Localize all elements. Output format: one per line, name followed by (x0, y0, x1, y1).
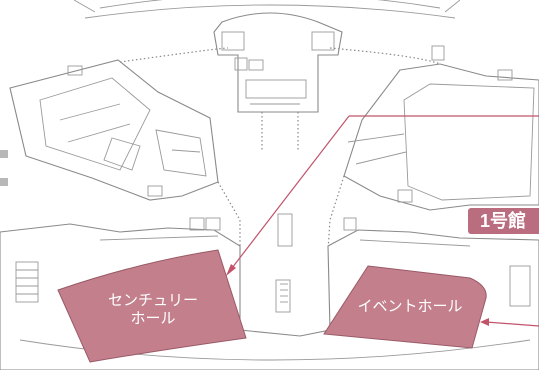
arrow-to-event-hall (480, 318, 539, 327)
path-left (119, 47, 229, 63)
arrow-to-century-hall (226, 115, 539, 276)
left-marker (0, 178, 8, 186)
right-building (343, 45, 539, 211)
century-hall-area[interactable] (57, 249, 247, 363)
path-right (329, 47, 441, 65)
event-hall-label-line: イベントホール (357, 298, 463, 315)
building-1-badge: 1号館 (468, 208, 539, 234)
left-marker (0, 150, 8, 158)
event-hall-area[interactable] (323, 265, 487, 349)
top-building (213, 12, 343, 113)
century-hall-label: センチュリー ホール (98, 292, 208, 328)
century-hall-label-line: ホール (130, 310, 176, 327)
century-hall-label-line: センチュリー (107, 292, 198, 309)
top-arc (99, 0, 441, 9)
top-arc-outer (84, 4, 456, 19)
left-building (9, 59, 219, 201)
event-hall-label: イベントホール (352, 298, 468, 316)
